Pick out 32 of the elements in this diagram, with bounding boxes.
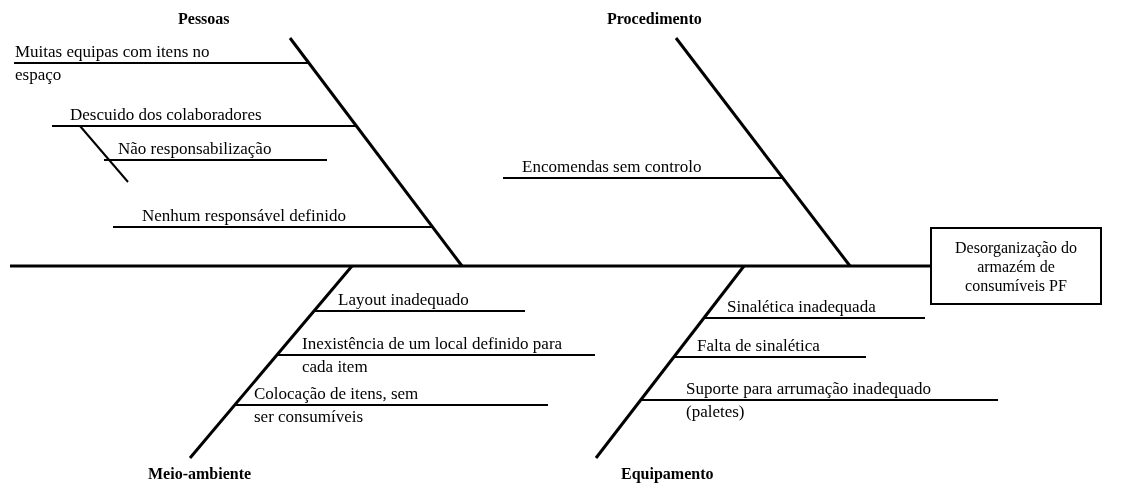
branch-line [234,404,549,406]
branch-line [277,354,596,356]
cause-label: Falta de sinalética [674,334,866,357]
branch-line [313,310,526,312]
branch-line [112,226,433,228]
category-bone [594,265,746,459]
cause-label: Não responsabilização [104,137,327,160]
branch-line [703,317,926,319]
branch-line [51,125,357,127]
category-label: Equipamento [590,458,730,488]
effect-box: Desorganização do armazém de consumíveis PF [930,227,1102,305]
category-label: Procedimento [607,10,722,38]
category-bone [674,37,852,267]
cause-label: Descuido dos colaboradores [52,103,356,126]
branch-line [502,177,784,179]
cause-label: Muitas equipas com itens no espaço [14,40,309,86]
cause-label: Layout inadequado [314,288,525,311]
cause-label: Suporte para arrumação inadequado (paletes) [641,377,998,423]
spine-line [10,264,930,268]
category-label: Meio-ambiente [148,458,358,488]
category-bone [288,37,464,267]
cause-label: Inexistência de um local definido para cada item [278,332,595,378]
branch-line [13,62,310,64]
cause-label: Sinalética inadequada [704,295,925,318]
cause-label: Nenhum responsável definido [113,204,432,227]
category-bone [188,265,354,459]
branch-line [640,399,999,401]
category-label: Pessoas [178,10,298,38]
branch-line [673,356,867,358]
branch-line [103,159,328,161]
cause-label: Colocação de itens, sem ser consumíveis [235,382,548,428]
cause-label: Encomendas sem controlo [503,155,783,178]
